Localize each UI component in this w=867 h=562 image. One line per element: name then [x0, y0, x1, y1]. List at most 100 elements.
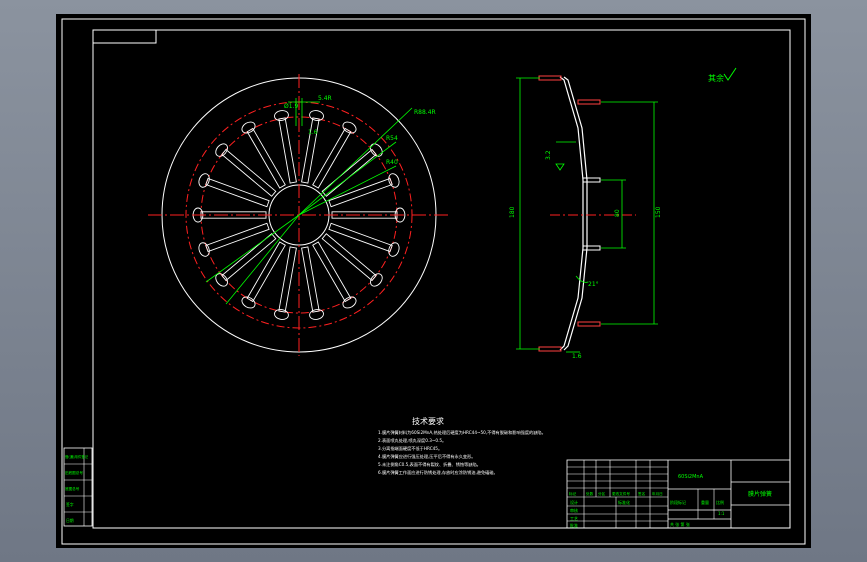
tech-title: 技术要求 [412, 416, 444, 426]
dim-top-small: 1.6 [308, 129, 318, 136]
dim-angle: 21° [588, 281, 599, 288]
angle-arc [575, 275, 589, 283]
outer-frame [61, 18, 806, 545]
tb-hdr-6: 年月日 [652, 491, 663, 496]
tech-requirements: 技术要求 1.膜片弹簧材料为60Si2MnA,热处理后硬度为HRC44~50,不… [378, 416, 546, 476]
finger-hole [241, 296, 256, 309]
cad-drawing: 5.4R 1.6 R88.4R R54 R40 Ø1.9 180 150 80 [61, 18, 806, 545]
tb-stage-label: 阶段标记 [670, 499, 686, 505]
finger-slot [331, 211, 398, 219]
tb-hdr-3: 分区 [598, 491, 606, 496]
finger-slot [301, 117, 320, 184]
dim-bottom-small: 1.6 [572, 353, 582, 360]
tb-row-process: 工艺 [570, 516, 578, 521]
dim-diag: Ø1.9 [284, 103, 298, 110]
dim-overall-height: 180 [509, 206, 516, 218]
finger-slot [205, 222, 270, 253]
leader-1 [298, 107, 413, 216]
tb-scale-label: 比例 [716, 499, 724, 505]
roughness-check-icon [723, 67, 737, 81]
leader-3 [298, 165, 397, 216]
tb-hdr-5: 签名 [638, 491, 646, 496]
finger-slot [278, 117, 297, 184]
finger-slot [221, 148, 277, 197]
finger-slot [221, 233, 277, 282]
tech-line-2: 2.表面喷丸处理,喷丸深度0.3~0.5。 [378, 437, 446, 444]
finger-hole [388, 173, 400, 188]
leader-5 [205, 214, 300, 283]
tb-row-approve: 批准 [570, 522, 578, 528]
finger-slot [321, 148, 377, 197]
left-stamp-frame [63, 447, 93, 527]
finger-hole [274, 110, 289, 121]
tb-row-review: 审核 [570, 507, 578, 513]
finger-slot [312, 241, 352, 303]
finger-hole [342, 296, 357, 309]
tab-lower-right [577, 321, 601, 327]
tab-upper-right [577, 99, 601, 105]
finger-hole [388, 242, 400, 257]
drawing-viewport[interactable]: 5.4R 1.6 R88.4R R54 R40 Ø1.9 180 150 80 [56, 14, 811, 548]
roughness-mark-side [555, 163, 565, 171]
tb-hdr-2: 处数 [586, 491, 594, 496]
tab-hub-bottom [582, 245, 601, 251]
spring-profile-outer [559, 76, 584, 351]
finger-hole [215, 273, 228, 287]
tb-std-label: 标准化 [618, 499, 630, 505]
dim-right-height: 150 [655, 206, 662, 218]
finger-hole [342, 121, 357, 134]
tech-line-3: 3.分离指端面硬度不低于HRC45。 [378, 445, 442, 452]
inner-frame [92, 29, 791, 529]
finger-slot [246, 241, 286, 303]
left-stamp-row-1: 借(通)用件登记 [65, 454, 89, 459]
tb-sheet-label: 共 张 第 张 [670, 521, 690, 527]
finger-slot [205, 177, 270, 208]
spring-profile-inner [563, 76, 588, 351]
finger-slot [312, 127, 352, 189]
finger-hole [198, 242, 210, 257]
finger-slot [301, 246, 320, 313]
finger-slot [321, 233, 377, 282]
tech-line-1: 1.膜片弹簧材料为60Si2MnA,热处理后硬度为HRC44~50,不得有脱碳和… [378, 429, 546, 436]
tech-line-5: 5.未注倒角C0.5,表面不得有裂纹、折叠、锈蚀等缺陷。 [378, 461, 481, 468]
finger-group [192, 110, 406, 320]
tech-line-6: 6.膜片弹簧工作面应进行防锈处理,存放时应涂防锈油,避免磕碰。 [378, 469, 498, 476]
finger-hole [370, 273, 383, 287]
finger-slot [328, 222, 393, 253]
tb-hdr-4: 更改文件号 [612, 491, 630, 496]
finger-hole [309, 309, 324, 320]
left-stamp: 借(通)用件登记 旧底图总号 底图总号 签字 日期 [63, 447, 93, 527]
left-stamp-row-2: 旧底图总号 [65, 470, 83, 475]
roughness-label: 其余 [708, 73, 724, 83]
finger-slot [200, 211, 267, 219]
side-view: 180 150 80 21° 3.2 1.6 [509, 75, 662, 360]
dim-radial-2: R54 [386, 135, 398, 142]
title-block: 60Si2MnA 膜片弹簧 阶段标记 重量 比例 1:1 共 张 第 张 设计 … [566, 459, 791, 529]
finger-hole [309, 110, 324, 121]
tb-weight-label: 重量 [701, 499, 709, 505]
finger-slot [278, 246, 297, 313]
finger-hole [198, 173, 210, 188]
front-view: 5.4R 1.6 R88.4R R54 R40 Ø1.9 [148, 74, 451, 356]
dim-hub-height: 80 [614, 209, 621, 217]
finger-hole [274, 309, 289, 320]
finger-hole [241, 121, 256, 134]
tb-row-design: 设计 [570, 499, 578, 505]
left-stamp-row-3: 底图总号 [65, 486, 80, 491]
dim-radial-3: R40 [386, 159, 398, 166]
drawing-number-box [92, 29, 157, 44]
dim-radial-1: R88.4R [414, 109, 436, 116]
title-block-grid [567, 460, 668, 528]
leader-4 [225, 214, 300, 305]
tab-top-left [538, 75, 562, 81]
tab-hub-top [582, 177, 601, 183]
dim-thickness: 3.2 [545, 150, 552, 160]
tb-scale-value: 1:1 [718, 511, 725, 516]
leader-2 [298, 141, 397, 216]
tech-line-4: 4.膜片弹簧应进行强压处理,压平后不得有永久变形。 [378, 453, 475, 460]
finger-slot [246, 127, 286, 189]
roughness-note: 其余 [708, 67, 737, 83]
tb-material: 60Si2MnA [678, 474, 704, 480]
tb-part-name: 膜片弹簧 [748, 490, 772, 498]
tb-hdr-1: 标记 [569, 491, 577, 496]
